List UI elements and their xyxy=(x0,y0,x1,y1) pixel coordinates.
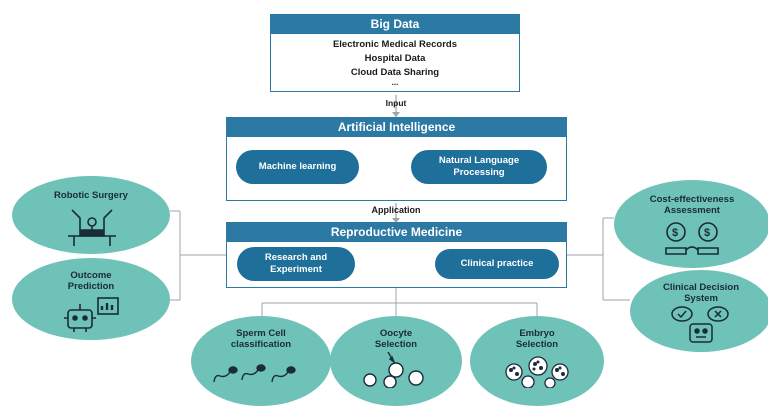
circle-title: Oocyte Selection xyxy=(374,328,418,350)
robot-chart-icon xyxy=(64,297,119,332)
ai-panel: Machine learning Natural Language Proces… xyxy=(226,137,567,201)
outcome-prediction-circle: Outcome Prediction xyxy=(12,258,170,340)
research-experiment-pill: Research and Experiment xyxy=(237,247,355,281)
clinical-practice-pill: Clinical practice xyxy=(435,249,559,279)
rm-panel: Research and Experiment Clinical practic… xyxy=(226,242,567,288)
big-data-item: Cloud Data Sharing xyxy=(350,67,440,78)
money-scale-icon: $ $ xyxy=(665,222,719,255)
oocyte-circle: Oocyte Selection xyxy=(330,316,462,406)
big-data-item: Electronic Medical Records xyxy=(332,39,458,50)
svg-text:$: $ xyxy=(672,227,678,239)
circle-title: Robotic Surgery xyxy=(54,190,128,201)
nlp-pill: Natural Language Processing xyxy=(411,150,547,184)
sperm-icon xyxy=(213,364,296,383)
rm-header: Reproductive Medicine xyxy=(226,222,567,242)
machine-learning-pill: Machine learning xyxy=(236,150,359,184)
application-label: Application xyxy=(371,205,421,215)
circle-title: Cost-effectiveness Assessment xyxy=(649,194,735,216)
big-data-header: Big Data xyxy=(270,14,520,34)
embryo-icon xyxy=(505,356,569,388)
circle-title: Outcome Prediction xyxy=(67,270,115,292)
circle-title: Clinical Decision System xyxy=(662,282,740,304)
decision-robot-icon xyxy=(671,306,729,343)
clinical-decision-circle: Clinical Decision System xyxy=(630,270,768,352)
circle-title: Embryo Selection xyxy=(515,328,559,350)
robotic-surgery-icon xyxy=(68,209,116,246)
input-label: Input xyxy=(385,98,407,108)
big-data-panel: Electronic Medical Records Hospital Data… xyxy=(270,34,520,92)
big-data-item: ... xyxy=(391,78,399,87)
svg-text:$: $ xyxy=(704,227,710,239)
sperm-cell-circle: Sperm Cell classification xyxy=(191,316,331,406)
embryo-circle: Embryo Selection xyxy=(470,316,604,406)
cost-effectiveness-circle: Cost-effectiveness Assessment $ $ xyxy=(614,180,768,268)
robotic-surgery-circle: Robotic Surgery xyxy=(12,176,170,254)
ai-header: Artificial Intelligence xyxy=(226,117,567,137)
circle-title: Sperm Cell classification xyxy=(230,328,292,350)
big-data-item: Hospital Data xyxy=(364,53,426,64)
oocyte-icon xyxy=(363,352,424,388)
